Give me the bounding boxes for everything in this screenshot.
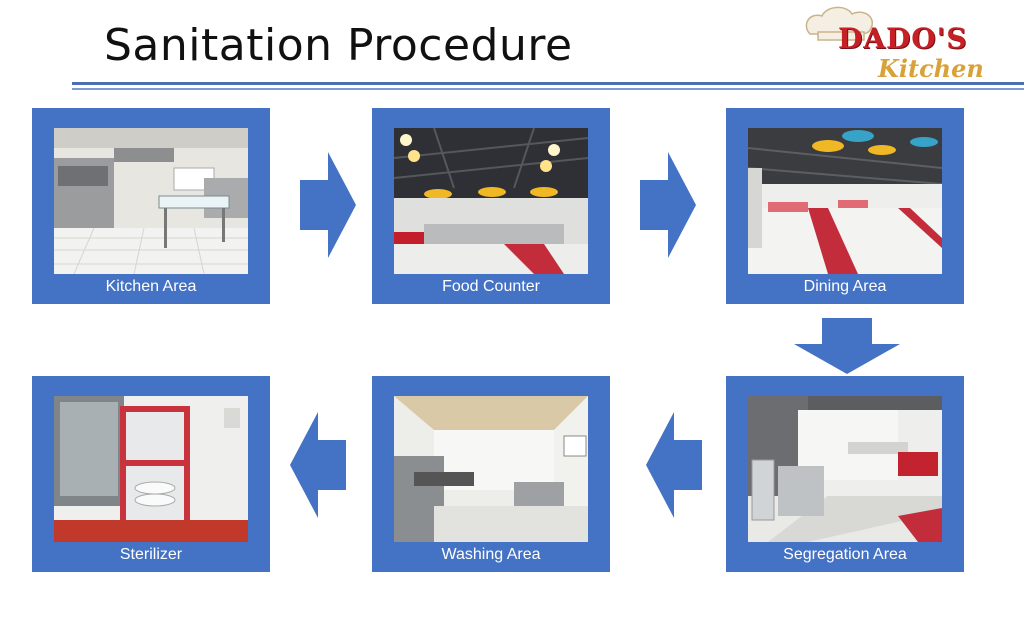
logo-brand-text: DADO'S <box>838 22 968 55</box>
arrow-right-icon <box>300 152 356 258</box>
segregation-area-photo <box>748 396 942 542</box>
arrow-left-icon <box>290 412 346 518</box>
kitchen-area-photo <box>54 128 248 274</box>
step-label: Dining Area <box>803 278 887 295</box>
brand-logo: DADO'S Kitchen <box>800 4 1000 90</box>
arrow-down-icon <box>794 318 900 374</box>
step-card-dining-area: Dining Area <box>726 108 964 304</box>
step-label: Segregation Area <box>783 546 907 563</box>
step-card-segregation-area: Segregation Area <box>726 376 964 572</box>
step-card-kitchen-area: Kitchen Area <box>32 108 270 304</box>
step-label: Food Counter <box>442 278 540 295</box>
chef-hat-icon <box>805 6 873 41</box>
washing-area-photo <box>394 396 588 542</box>
food-counter-photo <box>394 128 588 274</box>
title-divider <box>72 82 1024 85</box>
step-label: Washing Area <box>441 546 541 563</box>
arrow-right-icon <box>640 152 696 258</box>
step-label: Kitchen Area <box>105 278 197 295</box>
step-card-sterilizer: Sterilizer <box>32 376 270 572</box>
arrow-left-icon <box>646 412 702 518</box>
step-card-food-counter: Food Counter <box>372 108 610 304</box>
title-divider-secondary <box>72 88 1024 90</box>
page-title: Sanitation Procedure <box>104 20 573 71</box>
sterilizer-photo <box>54 396 248 542</box>
step-card-washing-area: Washing Area <box>372 376 610 572</box>
step-label: Sterilizer <box>119 546 183 563</box>
logo-sub-text: Kitchen <box>878 54 984 83</box>
dining-area-photo <box>748 128 942 274</box>
